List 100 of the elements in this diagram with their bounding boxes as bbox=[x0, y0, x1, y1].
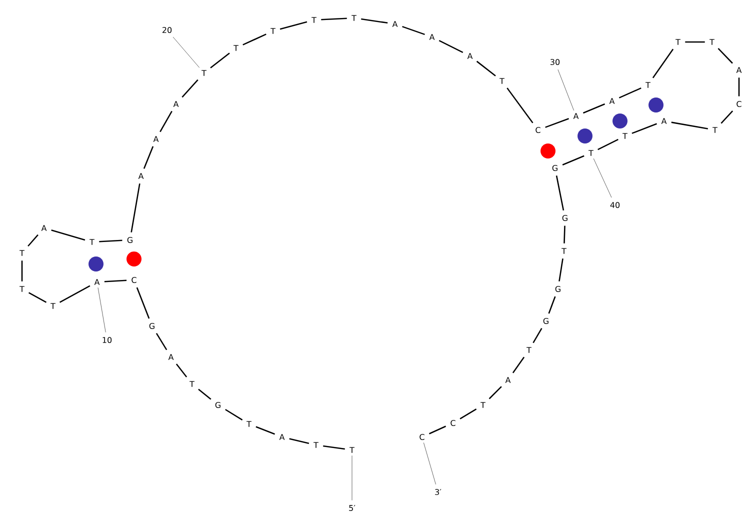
position-label: 40 bbox=[610, 202, 620, 208]
backbone-line bbox=[176, 364, 188, 378]
backbone-line bbox=[198, 388, 212, 400]
backbone-line bbox=[156, 332, 168, 350]
base-letter: A bbox=[153, 136, 159, 142]
base-letter: T bbox=[20, 250, 24, 256]
base-letter: C bbox=[450, 420, 456, 426]
base-letter: A bbox=[429, 34, 435, 40]
backbone-line bbox=[28, 234, 38, 247]
backbone-line bbox=[289, 438, 310, 444]
base-letter: C bbox=[736, 100, 742, 108]
base-letter: G bbox=[552, 164, 558, 172]
base-letter: T bbox=[246, 421, 252, 427]
backbone-line bbox=[182, 79, 198, 98]
backbone-line bbox=[545, 118, 569, 128]
base-letter: T bbox=[646, 82, 650, 88]
base-letter: A bbox=[392, 21, 398, 27]
backbone-line bbox=[143, 146, 154, 169]
base-letter: T bbox=[234, 45, 238, 51]
base-letter: A bbox=[173, 101, 179, 107]
base-letter: T bbox=[314, 442, 318, 448]
backbone-line bbox=[738, 78, 740, 96]
backbone-line bbox=[548, 296, 556, 314]
base-letter: A bbox=[467, 53, 473, 59]
base-letter: A bbox=[736, 67, 742, 73]
leader-line bbox=[593, 158, 612, 198]
backbone-line bbox=[632, 123, 657, 134]
base-letter: G bbox=[215, 402, 220, 408]
base-letter: T bbox=[526, 347, 532, 353]
leader-line bbox=[172, 36, 200, 68]
backbone-line bbox=[685, 41, 705, 43]
backbone-line bbox=[136, 287, 150, 319]
base-letter: G bbox=[562, 214, 568, 222]
backbone-line bbox=[402, 26, 425, 36]
backbone-line bbox=[582, 103, 606, 114]
position-label: 30 bbox=[550, 58, 560, 66]
backbone-line bbox=[438, 40, 464, 54]
backbone-line bbox=[225, 408, 243, 420]
base-letter: T bbox=[712, 127, 718, 133]
backbone-line bbox=[718, 48, 733, 64]
base-letter: A bbox=[138, 173, 144, 179]
backbone-line bbox=[323, 445, 345, 450]
base-letter: T bbox=[622, 133, 628, 139]
backbone-line bbox=[321, 18, 347, 20]
base-letter: T bbox=[270, 28, 276, 34]
backbone-line bbox=[242, 34, 266, 46]
position-label: 10 bbox=[102, 336, 112, 344]
position-label: 20 bbox=[162, 26, 172, 34]
backbone-line bbox=[256, 426, 276, 435]
base-letter: G bbox=[149, 322, 154, 330]
base-letter: G bbox=[555, 286, 560, 292]
leader-line bbox=[423, 442, 436, 485]
base-letter: T bbox=[312, 17, 316, 23]
base-letter: C bbox=[420, 434, 424, 440]
base-letter: T bbox=[350, 447, 354, 453]
base-letter: T bbox=[676, 39, 680, 45]
backbone-line bbox=[99, 240, 122, 242]
backbone-line bbox=[564, 226, 566, 244]
base-letter: A bbox=[505, 377, 511, 383]
base-letter: T bbox=[202, 70, 206, 76]
backbone-line bbox=[488, 386, 502, 400]
base-letter: T bbox=[50, 303, 56, 309]
base-letter: T bbox=[500, 78, 504, 84]
position-label: 5′ bbox=[349, 505, 356, 511]
base-letter: T bbox=[352, 15, 356, 21]
backbone-line bbox=[720, 110, 734, 124]
backbone-line bbox=[130, 183, 140, 232]
backbone-line bbox=[59, 285, 90, 303]
base-letter: A bbox=[41, 225, 47, 231]
backbone-line bbox=[210, 52, 230, 68]
position-label: 3′ bbox=[435, 488, 442, 496]
backbone-line bbox=[532, 328, 542, 344]
leader-line bbox=[558, 69, 574, 111]
backbone-line bbox=[280, 21, 308, 30]
base-letter: C bbox=[536, 126, 540, 134]
base-letter: A bbox=[94, 279, 100, 285]
base-letter: T bbox=[710, 39, 714, 45]
base-letter: A bbox=[279, 434, 285, 440]
backbone-line bbox=[556, 176, 564, 210]
base-letter: A bbox=[609, 98, 615, 104]
base-letter: T bbox=[480, 402, 486, 408]
backbone-line bbox=[460, 408, 477, 420]
base-letter: A bbox=[573, 113, 579, 119]
base-letter: T bbox=[190, 381, 194, 387]
base-letter: A bbox=[168, 354, 174, 360]
backbone-line bbox=[21, 260, 23, 282]
backbone-line bbox=[618, 87, 642, 98]
backbone-line bbox=[512, 356, 525, 374]
base-letter: C bbox=[132, 276, 136, 284]
backbone-line bbox=[476, 60, 496, 76]
backbone-line bbox=[160, 110, 172, 132]
base-letter: T bbox=[20, 286, 24, 292]
base-letter: T bbox=[90, 239, 94, 245]
backbone-line bbox=[506, 88, 534, 124]
backbone-line bbox=[428, 426, 446, 434]
leader-line bbox=[98, 287, 106, 333]
backbone-line bbox=[51, 230, 86, 241]
base-letter: G bbox=[543, 318, 548, 324]
base-letter: A bbox=[661, 118, 667, 124]
backbone-line bbox=[598, 138, 618, 150]
